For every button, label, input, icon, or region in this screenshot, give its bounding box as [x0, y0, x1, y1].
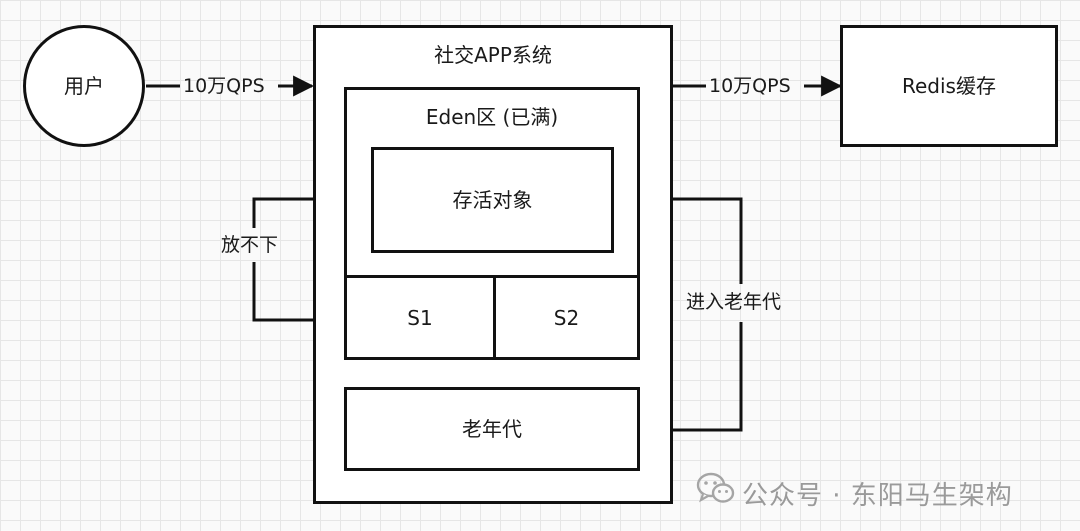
wechat-icon — [696, 472, 735, 503]
s1-label: S1 — [407, 305, 433, 330]
old-gen-box: 老年代 — [344, 387, 640, 471]
live-objects-label: 存活对象 — [452, 188, 533, 212]
redis-box: Redis缓存 — [840, 25, 1058, 147]
live-objects-box: 存活对象 — [371, 147, 614, 253]
app-system-label: 社交APP系统 — [434, 43, 552, 67]
edge-label-user-to-app: 10万QPS — [183, 75, 265, 97]
s2-box: S2 — [493, 275, 640, 360]
s1-box: S1 — [344, 275, 496, 360]
eden-label: Eden区 (已满) — [425, 105, 559, 129]
user-node: 用户 — [23, 25, 145, 147]
watermark-text: 公众号 · 东阳马生架构 — [742, 481, 1013, 511]
edge-promote-tail — [638, 322, 743, 441]
user-label: 用户 — [64, 74, 104, 98]
edge-label-overflow: 放不下 — [221, 234, 279, 256]
old-gen-label: 老年代 — [462, 417, 522, 441]
s2-label: S2 — [553, 305, 580, 330]
redis-label: Redis缓存 — [902, 74, 996, 98]
edge-label-promote: 进入老年代 — [686, 291, 782, 313]
edge-label-app-to-redis: 10万QPS — [709, 75, 791, 97]
